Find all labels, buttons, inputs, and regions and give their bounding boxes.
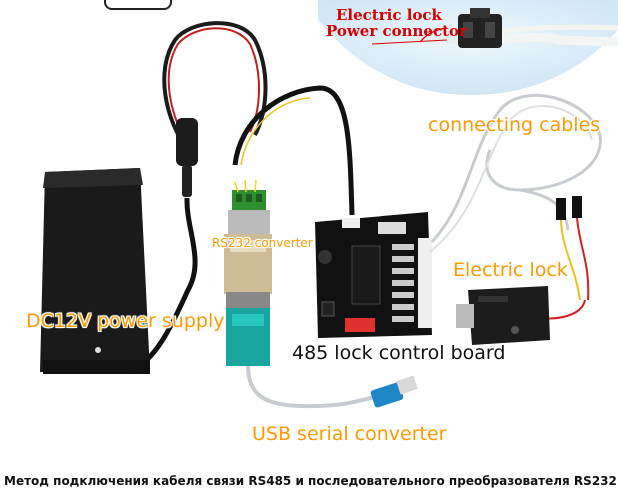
power-adapter-icon (40, 168, 150, 374)
power-cord (162, 21, 268, 197)
rs232-converter-icon (224, 179, 272, 294)
connector-callout-bubble (318, 0, 618, 95)
top-frame-decoration (104, 0, 172, 10)
electric-lock-icon (456, 286, 550, 345)
connector-callout-label-line2: Power connector (326, 22, 467, 40)
connecting-cables-label: connecting cables (428, 114, 601, 136)
db9-connector-icon (226, 292, 270, 366)
connector-callout-label-line1: Electric lock (336, 6, 442, 24)
control-board-icon (315, 212, 432, 338)
rs485-cable (232, 85, 355, 216)
lock-wires (539, 196, 590, 320)
usb-plug-icon (370, 375, 418, 408)
rs232-converter-label: RS232 converter (212, 236, 313, 250)
usb-cable (246, 365, 418, 409)
connector-plug-icon (458, 8, 502, 48)
control-board-label: 485 lock control board (292, 342, 506, 364)
adapter-dc-cable (128, 197, 198, 375)
power-supply-label: DC12V power supply (26, 310, 225, 332)
electric-lock-label: Electric lock (453, 259, 568, 281)
figure-caption: Метод подключения кабеля связи RS485 и п… (4, 474, 618, 488)
usb-converter-label: USB serial converter (252, 423, 447, 445)
connecting-cables (429, 93, 602, 253)
